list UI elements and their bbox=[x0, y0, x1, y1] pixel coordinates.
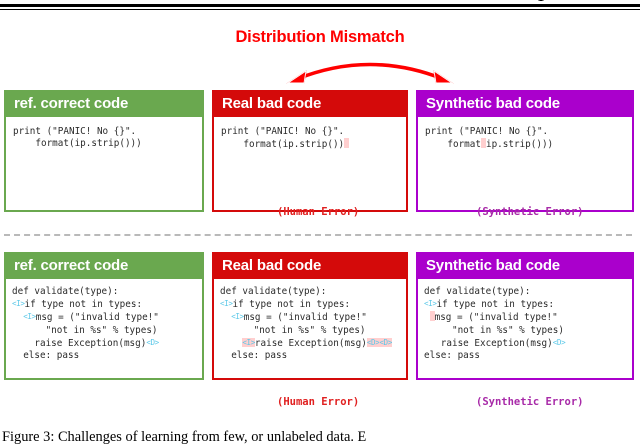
code-line: def validate(type): bbox=[424, 286, 531, 297]
indent-marker-icon: <I> bbox=[23, 312, 36, 322]
human-error-label: (Human Error) bbox=[277, 396, 360, 408]
card-title: Real bad code bbox=[214, 92, 406, 117]
synthetic-error-label: (Synthetic Error) bbox=[476, 206, 584, 218]
missing-indent-highlight bbox=[429, 311, 435, 322]
code-block: print ("PANIC! No {}". format(ip.strip()… bbox=[6, 117, 202, 158]
missing-paren-highlight bbox=[480, 138, 486, 149]
code-line: def validate(type): bbox=[220, 286, 327, 297]
human-error-label: (Human Error) bbox=[277, 206, 360, 218]
code-block: print ("PANIC! No {}". format(ip.strip()… bbox=[214, 117, 406, 159]
missing-paren-highlight bbox=[344, 138, 350, 149]
indent-marker-icon: <I> bbox=[220, 299, 233, 309]
code-block: def validate(type): <I>if type not in ty… bbox=[6, 279, 202, 367]
code-line: def validate(type): bbox=[12, 286, 119, 297]
indent-marker-icon: <I> bbox=[231, 312, 244, 322]
code-line: print ("PANIC! No {}". bbox=[13, 126, 137, 137]
double-headed-curved-arrow-icon bbox=[286, 62, 454, 84]
card-ref-correct-code: ref. correct code def validate(type): <I… bbox=[4, 252, 204, 380]
code-line: print ("PANIC! No {}". bbox=[221, 126, 345, 137]
card-synthetic-bad-code: Synthetic bad code def validate(type): <… bbox=[416, 252, 634, 380]
indent-marker-icon: <I> bbox=[12, 299, 25, 309]
card-real-bad-code: Real bad code def validate(type): <I>if … bbox=[212, 252, 408, 380]
indent-marker-icon: <I> bbox=[424, 299, 437, 309]
page-top-rule: T bbox=[0, 0, 640, 16]
code-block: def validate(type): <I>if type not in ty… bbox=[214, 279, 406, 367]
card-title: Synthetic bad code bbox=[418, 92, 632, 117]
figure-caption-text: Figure 3: Challenges of learning from fe… bbox=[2, 429, 367, 445]
card-title: ref. correct code bbox=[6, 254, 202, 279]
card-title: Synthetic bad code bbox=[418, 254, 632, 279]
dedent-marker-icon: <D> bbox=[146, 337, 159, 347]
distribution-mismatch-title: Distribution Mismatch bbox=[235, 28, 405, 46]
rule-thick bbox=[0, 4, 640, 7]
example-row-1: ref. correct code print ("PANIC! No {}".… bbox=[0, 90, 640, 218]
code-line: print ("PANIC! No {}". bbox=[425, 126, 549, 137]
clipped-header-glyph: T bbox=[536, 0, 556, 3]
card-synthetic-bad-code: Synthetic bad code print ("PANIC! No {}"… bbox=[416, 90, 634, 212]
card-title: Real bad code bbox=[214, 254, 406, 279]
example-row-2: ref. correct code def validate(type): <I… bbox=[0, 252, 640, 392]
card-title: ref. correct code bbox=[6, 92, 202, 117]
synthetic-error-label: (Synthetic Error) bbox=[476, 396, 584, 408]
card-real-bad-code: Real bad code print ("PANIC! No {}". for… bbox=[212, 90, 408, 212]
section-divider bbox=[4, 234, 632, 236]
dedent-marker-icon: <D> bbox=[552, 337, 566, 347]
code-block: def validate(type): <I>if type not in ty… bbox=[418, 279, 632, 367]
rule-thin bbox=[0, 9, 640, 10]
code-line: format(ip.strip())) bbox=[13, 138, 142, 150]
figure-caption: Figure 3: Challenges of learning from fe… bbox=[2, 429, 638, 446]
card-ref-correct-code: ref. correct code print ("PANIC! No {}".… bbox=[4, 90, 204, 212]
code-line: format(ip.strip()) bbox=[221, 139, 345, 151]
dedent-marker-icon: <D> bbox=[379, 337, 392, 347]
indent-marker-icon: <I> bbox=[242, 337, 255, 347]
dedent-marker-icon: <D> bbox=[366, 337, 380, 347]
